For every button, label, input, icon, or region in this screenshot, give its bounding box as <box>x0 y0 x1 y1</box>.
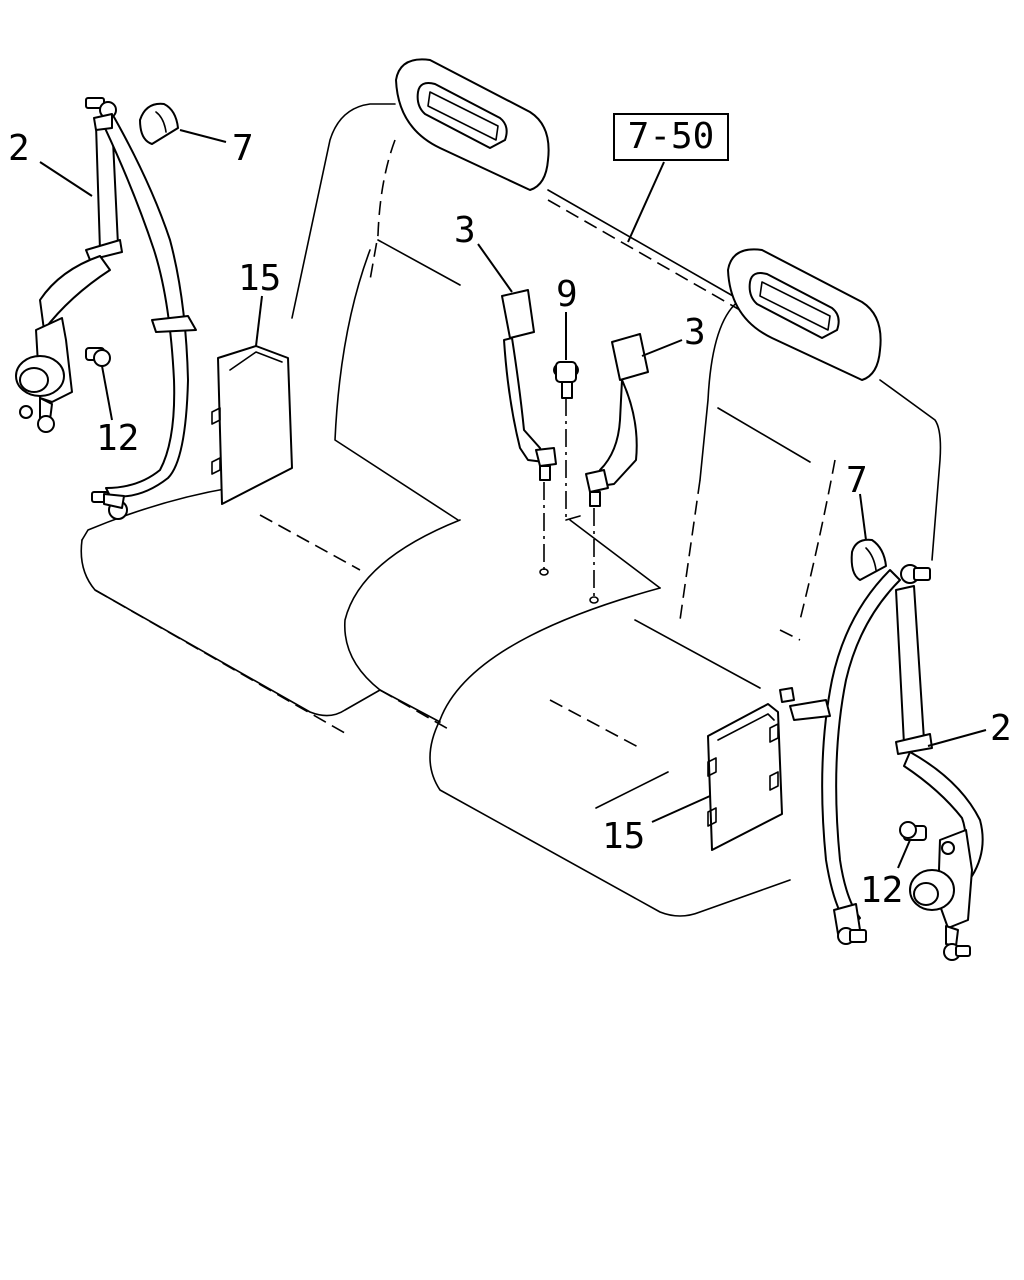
center-cushion-edge <box>344 519 461 723</box>
leader-bolt-left <box>101 365 113 421</box>
right-belt-guide <box>895 733 933 755</box>
callout-trim-left: 15 <box>238 258 281 299</box>
left-seatback-front <box>334 249 459 521</box>
callout-buckle-right: 3 <box>684 312 706 353</box>
right-belt-bracket-tab <box>779 687 795 703</box>
leader-trim-right <box>651 795 711 823</box>
left-bolt-12 <box>85 347 111 367</box>
right-top-anchor-bolt <box>900 564 931 584</box>
reference-box <box>613 113 729 161</box>
right-cover-7 <box>850 538 887 581</box>
left-cushion-front <box>80 539 381 717</box>
callout-bolt-right: 12 <box>860 870 903 911</box>
leader-ref-box <box>627 161 665 243</box>
callout-trim-right: 15 <box>602 816 645 857</box>
left-seatback-hidden-edge <box>369 139 396 281</box>
seatback-top-hidden <box>547 199 741 311</box>
leader-lines <box>39 129 987 869</box>
reference-box-label: 7-50 <box>628 116 715 157</box>
right-seatback-hidden-edge <box>679 479 701 621</box>
left-seat-belt-assembly <box>15 97 197 520</box>
left-cushion-top <box>81 487 231 541</box>
right-cushion-crease <box>595 771 669 809</box>
callout-buckle-left: 3 <box>454 210 476 251</box>
right-cushion-front <box>429 587 791 917</box>
right-seat-belt-assembly <box>779 564 984 961</box>
right-cushion-hidden-seam <box>549 699 641 749</box>
rear-seat-assembly <box>80 58 942 917</box>
left-cover-7 <box>139 102 179 145</box>
left-belt-lower-webbing <box>39 255 111 331</box>
callout-cover-left: 7 <box>232 128 254 169</box>
right-buckle-hole <box>589 596 599 604</box>
leader-belt-right <box>927 729 987 747</box>
callout-bolt-center: 9 <box>556 274 578 315</box>
left-top-anchor-bolt <box>85 97 117 131</box>
right-lower-anchor-bolt <box>833 903 867 945</box>
center-bolt-9 <box>553 361 579 399</box>
leader-cover-right <box>859 493 867 541</box>
left-cushion-seam <box>259 514 361 571</box>
right-belt-retractor <box>909 829 973 961</box>
left-seatback-outline <box>291 103 396 319</box>
seatback-top-edge <box>547 189 741 301</box>
callout-bolt-left: 12 <box>96 418 139 459</box>
leader-buckle-right <box>641 339 683 357</box>
right-cushion-seam <box>634 619 761 689</box>
callout-belt-left: 2 <box>8 128 30 169</box>
right-seatback-inner-hidden <box>799 459 836 621</box>
left-belt-bracket <box>151 315 197 333</box>
left-belt-guide <box>85 239 123 261</box>
callout-belt-right: 2 <box>990 708 1012 749</box>
right-seatback-outer-edge <box>879 379 942 561</box>
left-lower-anchor-bolt <box>91 491 128 520</box>
leader-cover-left <box>179 129 227 143</box>
right-trim-15 <box>707 703 783 851</box>
right-belt-bracket <box>789 699 831 721</box>
leader-buckle-left <box>477 243 513 293</box>
left-buckle-3 <box>501 289 557 481</box>
right-buckle-3 <box>585 333 649 507</box>
center-cushion-seam <box>569 519 661 589</box>
right-bolt-12 <box>899 821 927 841</box>
leader-trim-left <box>255 295 263 347</box>
right-seatback-seam <box>717 407 811 463</box>
center-bolt-leader <box>565 515 581 521</box>
left-seatback-seam <box>377 239 461 286</box>
leader-bolt-right <box>897 839 911 869</box>
center-cushion-hidden <box>379 689 451 731</box>
right-belt-upper-webbing <box>895 585 925 745</box>
right-headrest <box>727 248 882 381</box>
left-trim-15 <box>211 345 293 505</box>
left-headrest <box>395 58 550 191</box>
right-seatback-left-edge <box>699 299 741 481</box>
left-cushion-bottom-hidden <box>94 589 351 737</box>
leader-belt-left <box>39 161 93 197</box>
left-belt-retractor <box>15 317 73 433</box>
left-buckle-hole <box>539 568 549 576</box>
right-cushion-hidden-2 <box>779 629 801 641</box>
callout-cover-right: 7 <box>846 460 868 501</box>
